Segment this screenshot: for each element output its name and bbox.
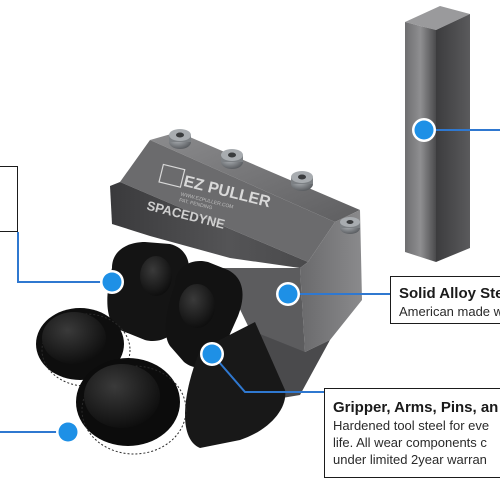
callout-steel-line-1: American made w: [399, 304, 500, 319]
arm-pin-right: [179, 284, 215, 328]
roller-pad-left: [36, 308, 131, 387]
marker-post[interactable]: [412, 118, 436, 142]
callout-steel-title: Solid Alloy Ste: [399, 285, 500, 302]
marker-steel[interactable]: [276, 282, 300, 306]
callout-gripper-arms-pins: Gripper, Arms, Pins, an Hardened tool st…: [324, 388, 500, 478]
callout-solid-alloy-steel: Solid Alloy Ste American made w: [390, 276, 500, 324]
roller-pad-right: [76, 358, 187, 455]
callout-left: [0, 166, 18, 232]
leader-left: [17, 232, 112, 283]
bolt-4: [340, 217, 360, 234]
callout-gripper-title: Gripper, Arms, Pins, an: [333, 399, 499, 416]
leader-gripper: [211, 353, 328, 393]
engraving-logo-box: [158, 163, 186, 188]
marker-bottom[interactable]: [56, 420, 80, 444]
marker-gripper[interactable]: [200, 342, 224, 366]
main-block: [110, 132, 362, 400]
bolt-2: [221, 149, 243, 169]
marker-arm-left[interactable]: [100, 270, 124, 294]
bolt-1: [169, 129, 191, 149]
callout-gripper-line-1: Hardened tool steel for eve: [333, 418, 490, 433]
callout-gripper-line-2: life. All wear components c: [333, 435, 487, 450]
vertical-post: [405, 6, 470, 262]
callout-gripper-line-3: under limited 2year warran: [333, 452, 487, 467]
bolt-3: [291, 171, 313, 191]
arm-pin-left: [140, 256, 172, 296]
